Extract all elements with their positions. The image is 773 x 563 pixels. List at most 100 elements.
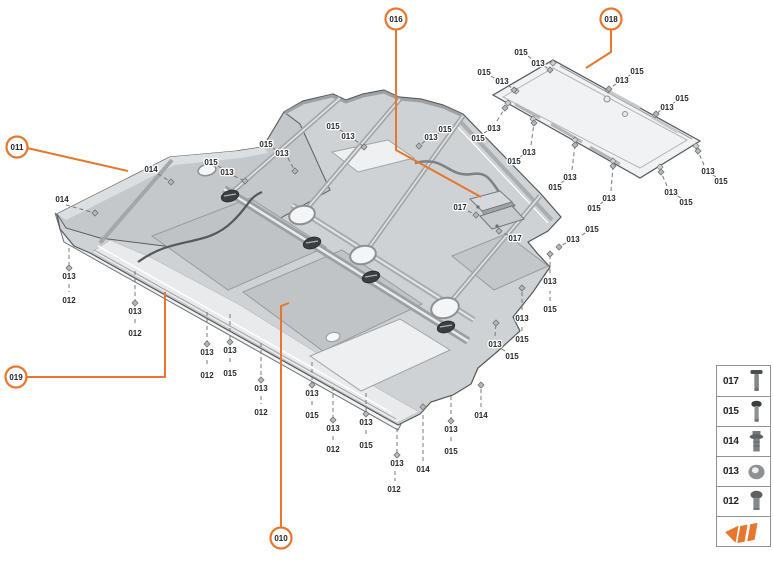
leader-line (599, 200, 605, 205)
callout-leader-line (26, 147, 129, 172)
front-edge-highlight (97, 245, 393, 414)
part-number-label: 013 (701, 167, 715, 176)
callout-badge-010[interactable] (269, 526, 293, 550)
panel-recess (451, 233, 549, 291)
rear-flat-panel (491, 59, 702, 179)
legend-row-014: 014 (717, 426, 770, 456)
leader-line (670, 101, 676, 106)
part-number-label: 013 (341, 132, 355, 141)
fastener-mark (65, 264, 73, 272)
fastener-mark (415, 142, 423, 150)
cable-routing (137, 190, 263, 263)
part-number-label: 013 (128, 307, 142, 316)
part-number-label: 015 (471, 134, 485, 143)
fastener-mark (472, 211, 480, 219)
callout-badge-016[interactable] (384, 7, 408, 31)
callout-badge-011[interactable] (5, 135, 29, 159)
part-number-label: 015 (359, 441, 373, 450)
fastener-mark (571, 141, 579, 149)
fastener-mark (501, 104, 509, 112)
upper-left-panel-top-highlight (57, 147, 268, 220)
cross-rib-core (364, 115, 464, 254)
fastener-mark (241, 177, 249, 185)
fastener-mark (419, 403, 427, 411)
fastener-mark (393, 451, 401, 459)
cross-rib-core (303, 98, 401, 213)
part-number-label: 014 (416, 465, 430, 474)
callout-badge-018[interactable] (599, 7, 623, 31)
fastener-mark (546, 250, 554, 258)
part-number-label: 013 (487, 124, 501, 133)
leader-line (655, 109, 662, 115)
part-number-label: 015 (444, 447, 458, 456)
part-number-label: 013 (424, 133, 438, 142)
leader-line (675, 194, 682, 199)
part-number-label: 015 (675, 94, 689, 103)
leader-line (560, 179, 566, 184)
leader-line (483, 129, 490, 134)
part-labels-layer: 0150130150130150130150130130150130150130… (54, 46, 729, 495)
fastener-mark (477, 381, 485, 389)
leader-line (710, 173, 717, 178)
part-number-label: 013 (62, 272, 76, 281)
legend-part-number: 015 (723, 406, 739, 417)
mounting-bracket (469, 190, 525, 230)
fastener-mark (694, 147, 702, 155)
rear-flange (284, 90, 462, 117)
fastener-mark (652, 110, 660, 118)
underbody-panels-illustration (54, 59, 702, 431)
part-number-label: 014 (474, 411, 488, 420)
callout-number: 018 (604, 15, 618, 24)
leader-line (571, 144, 576, 171)
part-number-label: 013 (543, 277, 557, 286)
part-number-label: 015 (630, 67, 644, 76)
part-number-label: 013 (200, 348, 214, 357)
legend-part-number: 014 (723, 436, 739, 447)
legend-row-013: 013 (717, 456, 770, 486)
fastener-mark (555, 243, 563, 251)
part-number-label: 015 (505, 352, 519, 361)
pan-head-screw-icon (751, 400, 762, 422)
fastener-mark (226, 338, 234, 346)
part-number-label: 013 (563, 173, 577, 182)
fastener-mark (510, 86, 518, 94)
part-number-label: 013 (444, 425, 458, 434)
callout-number: 011 (11, 143, 24, 152)
fastener-mark (447, 417, 455, 425)
legend-row-015: 015 (717, 396, 770, 426)
part-number-label: 013 (531, 59, 545, 68)
leader-line (519, 153, 525, 158)
part-number-label: 012 (128, 329, 142, 338)
part-number-label: 013 (566, 235, 580, 244)
part-number-label: 013 (515, 314, 529, 323)
part-number-label: 013 (602, 194, 616, 203)
part-number-label: 013 (359, 418, 373, 427)
leader-line (558, 242, 567, 248)
fastener-mark (362, 410, 370, 418)
fastener-mark (257, 376, 265, 384)
fastener-mark (492, 319, 500, 327)
part-number-label: 013 (660, 103, 674, 112)
legend-part-number: 013 (723, 466, 739, 477)
part-number-label: 013 (275, 149, 289, 158)
part-number-label: 015 (679, 198, 693, 207)
legend-part-number: 017 (723, 375, 739, 387)
leader-line (697, 150, 705, 166)
leader-line (496, 107, 506, 122)
part-number-label: 013 (326, 424, 340, 433)
callout-number: 019 (9, 373, 23, 382)
rivet-screw-icon (750, 370, 763, 391)
leader-line (610, 165, 614, 192)
part-number-label: 013 (664, 188, 678, 197)
part-number-label: 012 (254, 408, 268, 417)
callout-badge-019[interactable] (4, 365, 28, 389)
cross-rib-core (446, 195, 541, 307)
part-number-label: 013 (488, 340, 502, 349)
fastener-mark (131, 299, 139, 307)
leader-lines-layer (65, 55, 717, 481)
leader-line (217, 165, 224, 170)
leader-line (339, 129, 346, 134)
leader-line (530, 122, 535, 146)
